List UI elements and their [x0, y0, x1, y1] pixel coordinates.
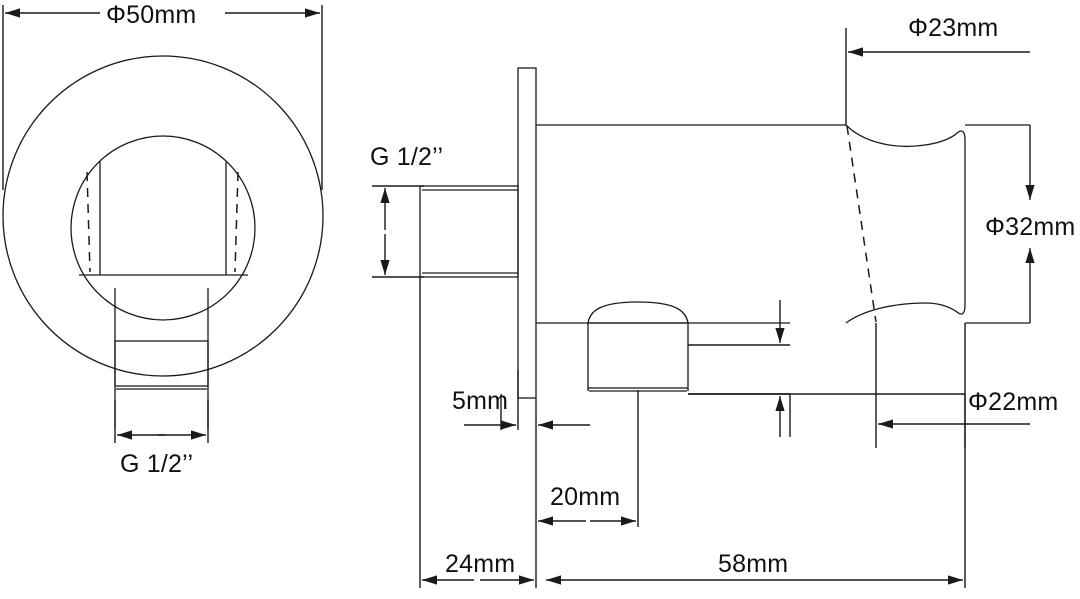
- side-thread-body: [419, 185, 519, 278]
- dim-label-side-thread: G 1/2’’: [370, 143, 443, 171]
- dim-label-bracket-offset: 20mm: [550, 483, 620, 511]
- side-view-group: G 1/2’’ Φ23mm Φ32mm Φ22mm: [370, 14, 1075, 588]
- wall-flange-plate: [517, 67, 537, 399]
- hidden-bore-left: [86, 171, 91, 273]
- dim-label-flange-thickness: 5mm: [452, 387, 508, 415]
- flange-outer-circle: [2, 55, 324, 377]
- front-view-group: Φ50mm G 1/2’’: [2, 1, 324, 478]
- dim-label-spigot-diameter: Φ22mm: [968, 388, 1058, 416]
- spigot-thread-band: [114, 340, 209, 387]
- dim-label-thread-length: 24mm: [445, 550, 515, 578]
- dim-label-outlet-diameter: Φ23mm: [908, 14, 998, 42]
- bracket-dome-top: [587, 301, 689, 324]
- hidden-bore-right: [234, 171, 239, 273]
- body-end-cap-profile: [845, 124, 966, 324]
- dim-label-front-thread: G 1/2’’: [120, 450, 193, 478]
- body-inner-circle: [70, 135, 256, 321]
- dim-label-body-diameter: Φ32mm: [985, 213, 1075, 241]
- bracket-body: [587, 322, 689, 389]
- hidden-bore-line-side: [846, 125, 877, 323]
- dim-label-flange-diameter: Φ50mm: [106, 1, 196, 29]
- dim-label-body-length: 58mm: [718, 550, 788, 578]
